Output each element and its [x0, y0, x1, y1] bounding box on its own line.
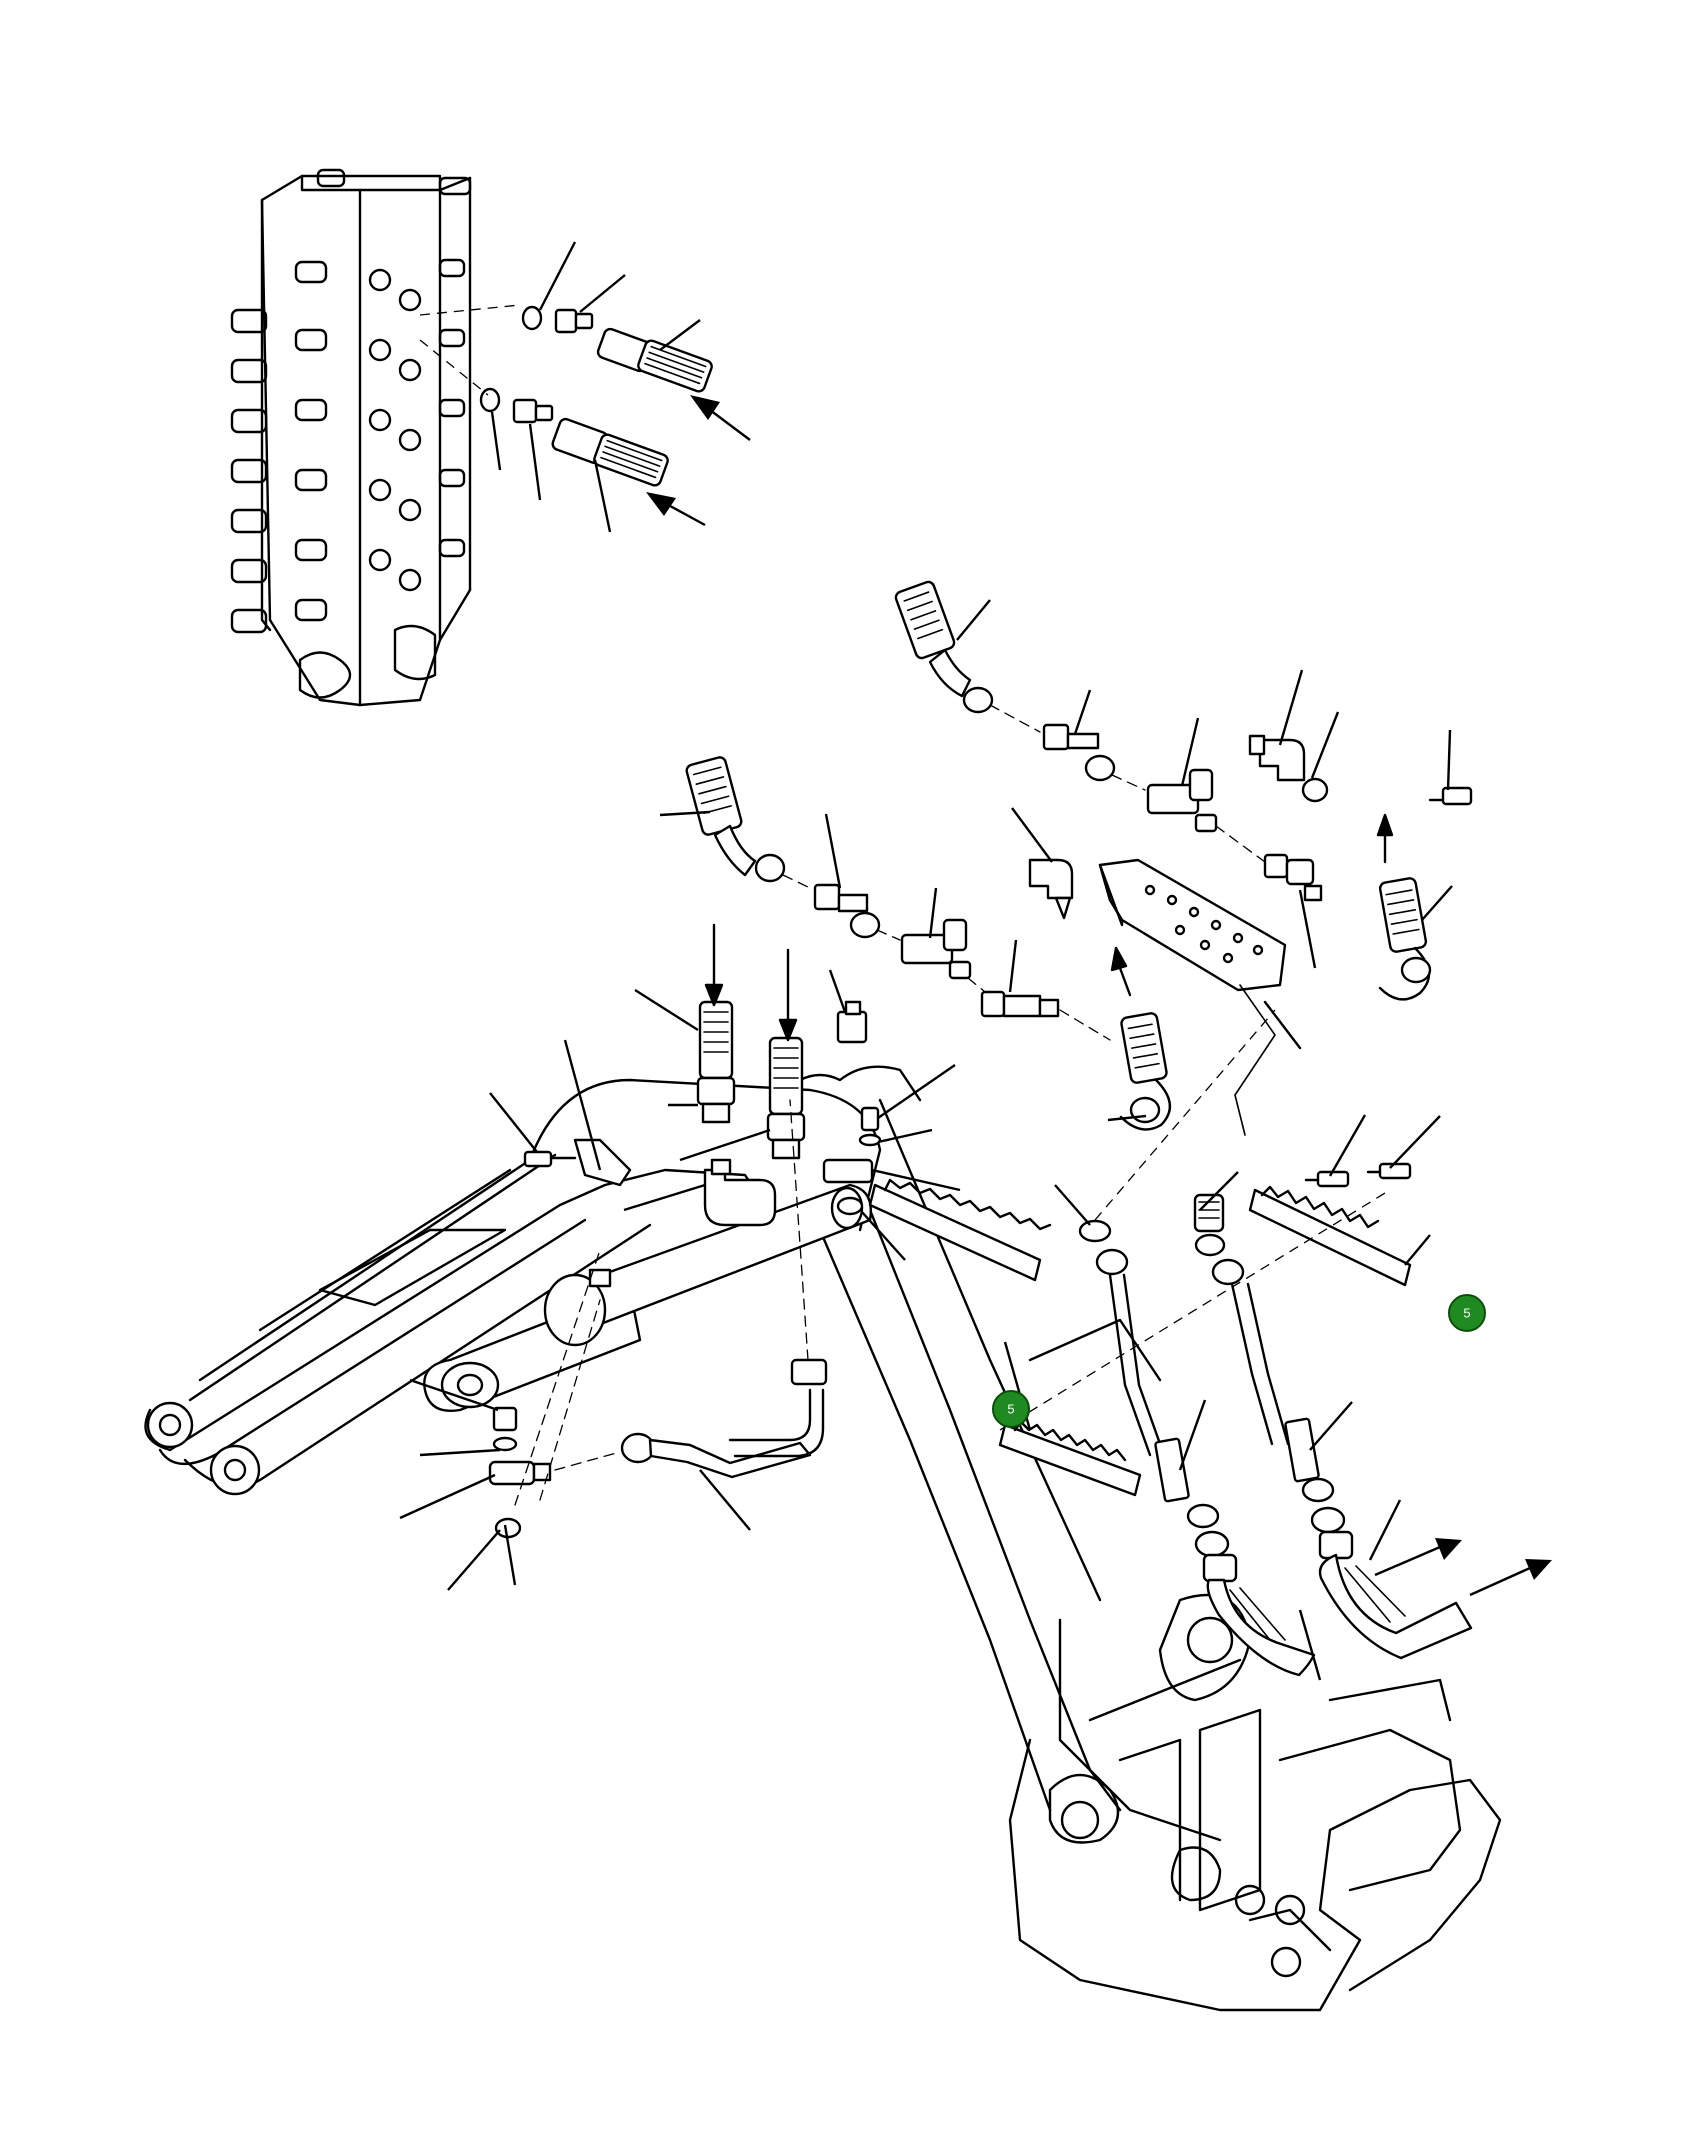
right-bolts — [1304, 1162, 1412, 1188]
o-ring-lower — [479, 387, 501, 413]
upper-right-leader-lines — [956, 599, 1453, 969]
boom-arm-outline — [144, 1065, 1162, 1812]
o-ring-upper — [521, 305, 543, 331]
lower-leader-lines — [399, 969, 1552, 1681]
tee-fitting-upper — [1146, 768, 1218, 833]
hose-end-lower — [551, 417, 669, 487]
adapter-lower-right — [1263, 853, 1323, 902]
adapter-middle — [813, 883, 881, 939]
hydraulic-cylinder — [423, 1183, 872, 1412]
callout-badge-a-label: 5 — [1463, 1306, 1470, 1321]
callout-badge-b[interactable]: 5 — [992, 1390, 1030, 1428]
chassis-frame — [1008, 1593, 1502, 2012]
hose-middle-elbow — [685, 756, 786, 883]
tee-fitting-middle — [900, 918, 972, 980]
elbow-fitting-upper — [1248, 734, 1329, 803]
hose-middle-loop — [1119, 1012, 1171, 1131]
arrow-head-upper — [690, 395, 720, 420]
upper-right-hose-assembly — [894, 580, 1473, 1001]
flow-arrow-right-b — [1469, 1566, 1531, 1597]
valve-port-dashes — [419, 304, 521, 396]
adapter-mid-right — [1042, 723, 1116, 782]
adapter-lower — [512, 398, 554, 424]
elbow-fitting-middle — [1028, 858, 1074, 920]
hose-clamp-bar-upper — [868, 1178, 1052, 1282]
bolt-washer-right — [822, 1106, 882, 1216]
rigid-tube-lower-left — [620, 1099, 828, 1479]
arrow-head-lower — [646, 492, 676, 516]
middle-leader-lines — [659, 807, 1147, 1122]
small-clip-right — [836, 1000, 868, 1044]
valve-leader-lines — [490, 241, 751, 533]
hose-clamp-bar-lower — [998, 1420, 1142, 1497]
lower-port-fitting-set — [479, 387, 669, 487]
middle-hose-assembly — [685, 756, 1171, 1131]
callout-badge-a[interactable]: 5 — [1448, 1294, 1486, 1332]
hose-upper-right-elbow — [894, 580, 994, 714]
bolt-upper-right — [1428, 786, 1473, 806]
control-valve-block — [230, 168, 472, 707]
clamp-bracket-plate — [1098, 858, 1302, 1136]
valve-port-fittings — [230, 168, 472, 634]
vertical-fittings-cylinder — [696, 923, 806, 1227]
hose-lower-right-loop — [1378, 877, 1432, 1001]
hose-clamp-bar-right — [1248, 1185, 1412, 1287]
adapter-middle-lower — [980, 990, 1060, 1018]
flow-arrow-right-a — [1374, 1545, 1441, 1577]
adapter-upper — [554, 308, 594, 334]
right-rigid-pipes — [1078, 1193, 1473, 1677]
callout-badge-b-label: 5 — [1007, 1402, 1014, 1417]
upper-port-fitting-set — [521, 305, 713, 393]
hose-end-upper — [596, 327, 713, 393]
small-bracket-left — [523, 1138, 632, 1187]
